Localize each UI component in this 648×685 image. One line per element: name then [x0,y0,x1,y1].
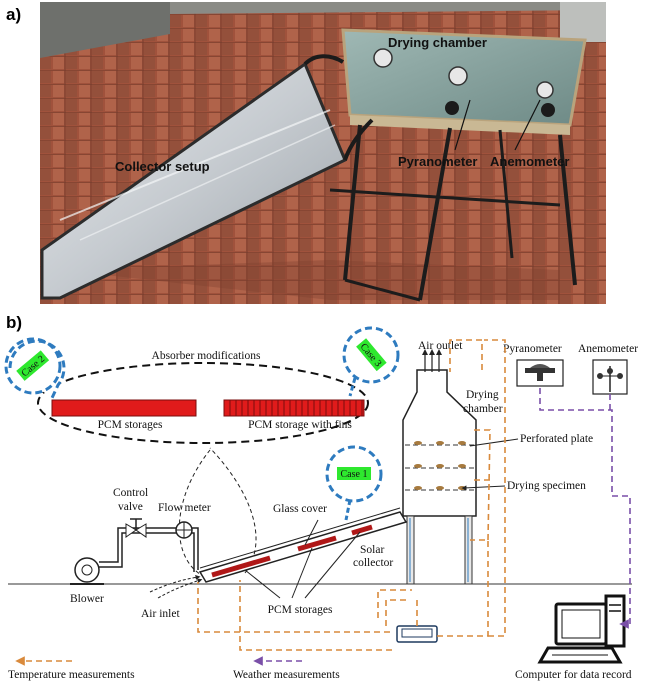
glass-cover-label: Glass cover [273,503,327,515]
control-valve-label-2: valve [118,501,143,513]
air-inlet-label: Air inlet [141,608,180,620]
pyranometer-icon [516,359,564,387]
air-pipe [99,527,199,570]
pcm-storages-bottom-label: PCM storages [268,604,333,616]
pcm-storage-fins-label: PCM storage with fins [248,419,352,431]
solar-collector [198,507,408,583]
drying-specimen-pointer [461,485,506,491]
legend-temperature-label: Temperature measurements [8,669,135,681]
photo-panel: Drying chamber Collector setup Pyranomet… [40,2,606,304]
drying-chamber-label-1: Drying [466,389,499,401]
pcm-storage-fins-bar [223,399,365,417]
control-valve-label-1: Control [113,487,148,499]
panel-b-letter: b) [6,313,22,332]
solar-collector-label-1: Solar [360,544,384,556]
absorber-title: Absorber modifications [152,350,261,362]
computer-icon [537,594,626,664]
perforated-plate-label: Perforated plate [520,433,593,445]
air-outlet-label: Air outlet [418,340,463,352]
solar-collector-label-2: collector [353,557,393,569]
photo-label-pyranometer: Pyranometer [398,154,477,169]
anemometer-icon [592,359,628,395]
connector-curve-2 [209,447,257,574]
legend: Temperature measurements Weather measure… [8,656,340,681]
pcm-pointer-1 [244,569,281,599]
blower [70,557,104,585]
case-3-callout: Case 3 [342,326,400,397]
data-logger-icon [396,625,438,643]
drying-specimen-label: Drying specimen [507,480,586,492]
legend-weather-label: Weather measurements [233,669,340,681]
temperature-lines [197,339,506,651]
connector-curve-1 [178,449,211,578]
anemometer-label: Anemometer [578,343,638,355]
flow-meter-label: Flow meter [158,502,211,514]
flow-meter [175,521,193,539]
absorber-ellipse [37,362,369,444]
air-inlet-arrows [149,574,203,599]
drying-chamber-label-2: chamber [463,403,503,415]
case-2-callout: Case 2 [4,337,66,399]
drying-chamber [402,349,477,585]
glass-cover-pointer [304,519,319,546]
pyranometer-label: Pyranometer [503,343,562,355]
pcm-storages-bar [51,399,197,417]
photo-label-anemometer: Anemometer [490,154,569,169]
weather-lines [539,388,631,629]
case-1-badge: Case 1 [341,469,368,480]
photo-label-collector-setup: Collector setup [115,159,210,174]
pcm-storages-label: PCM storages [98,419,163,431]
pcm-pointer-2 [291,547,313,599]
control-valve [125,518,147,538]
computer-label: Computer for data record [515,669,632,681]
pcm-pointer-3 [304,531,361,599]
blower-label: Blower [70,593,104,605]
panel-a-letter: a) [6,5,21,24]
photo-label-drying-chamber: Drying chamber [388,35,487,50]
case-1-callout: Case 1 [325,445,383,521]
perforated-plate-pointer [469,438,519,447]
